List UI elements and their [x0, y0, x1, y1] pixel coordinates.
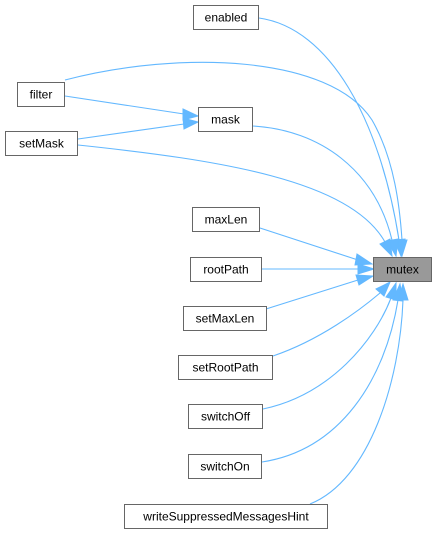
edge-setMask-mutex — [77, 144, 393, 258]
edge-writeSuppressedMessagesHint-mutex — [309, 282, 409, 505]
node-label-setRootPath: setRootPath — [192, 361, 258, 375]
edge-filter-mutex — [64, 61, 408, 258]
node-label-enabled: enabled — [205, 11, 248, 25]
node-switchOn[interactable]: switchOn — [188, 454, 262, 479]
edge-maxLen-mutex — [259, 227, 374, 266]
edge-rootPath-mutex — [262, 263, 376, 275]
node-label-rootPath: rootPath — [203, 263, 248, 277]
node-label-setMask: setMask — [19, 137, 65, 151]
node-label-mutex: mutex — [386, 263, 419, 277]
node-label-switchOn: switchOn — [200, 460, 249, 474]
node-mask[interactable]: mask — [198, 107, 253, 132]
node-switchOff[interactable]: switchOff — [188, 404, 263, 429]
node-label-setMaxLen: setMaxLen — [196, 312, 255, 326]
edge-switchOn-mutex — [261, 282, 404, 463]
node-label-mask: mask — [211, 113, 241, 127]
edge-enabled-mutex — [258, 17, 406, 258]
edge-setMask-mask — [77, 117, 200, 140]
node-rootPath[interactable]: rootPath — [190, 257, 262, 282]
node-mutex[interactable]: mutex — [373, 257, 432, 282]
node-writeSuppressedMessagesHint[interactable]: writeSuppressedMessagesHint — [124, 504, 328, 529]
node-filter[interactable]: filter — [17, 82, 65, 107]
node-setMaxLen[interactable]: setMaxLen — [183, 306, 267, 331]
edge-setMaxLen-mutex — [265, 274, 375, 310]
node-maxLen[interactable]: maxLen — [192, 207, 260, 232]
node-label-maxLen: maxLen — [205, 213, 248, 227]
edge-filter-mask — [64, 95, 200, 121]
node-enabled[interactable]: enabled — [193, 5, 259, 30]
edge-switchOff-mutex — [262, 281, 397, 410]
node-label-writeSuppressedMessagesHint: writeSuppressedMessagesHint — [142, 510, 309, 524]
node-label-filter: filter — [30, 88, 53, 102]
node-setRootPath[interactable]: setRootPath — [178, 355, 273, 380]
edge-setRootPath-mutex — [272, 280, 391, 357]
node-label-switchOff: switchOff — [201, 410, 251, 424]
edge-mask-mutex — [252, 125, 399, 258]
node-setMask[interactable]: setMask — [5, 131, 78, 156]
